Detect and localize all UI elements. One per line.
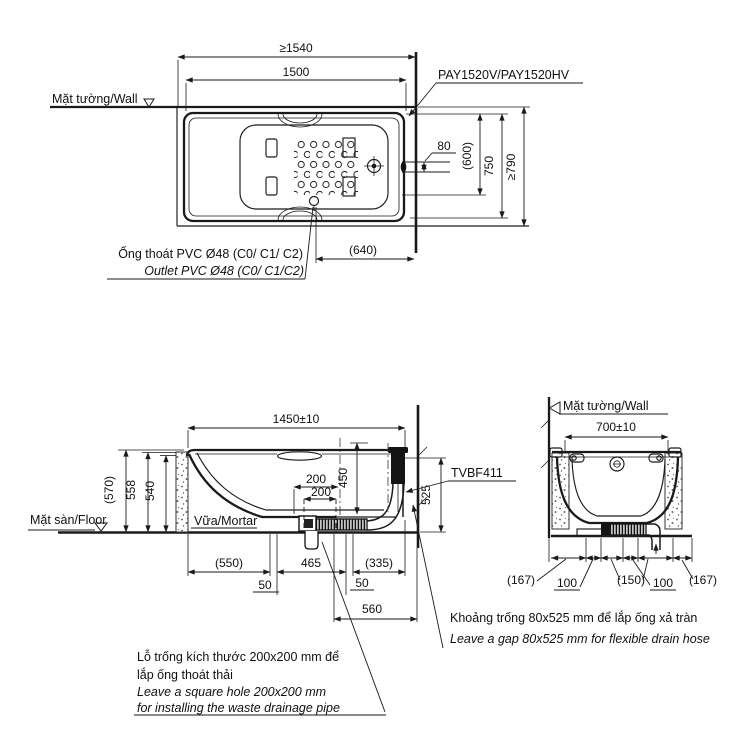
dim-g50-right: 50 bbox=[355, 576, 369, 590]
hole-note-vi2: lắp ống thoát thải bbox=[137, 667, 233, 682]
overflow-front bbox=[609, 456, 625, 472]
grip-recess-bottom bbox=[277, 206, 323, 221]
drain-kit-label: TVBF411 bbox=[451, 466, 503, 480]
top-view: Mặt tường/Wall bbox=[50, 41, 583, 280]
dim-overall-width: ≥790 bbox=[504, 153, 518, 180]
armrest-left-top bbox=[265, 138, 278, 158]
plan-wall-lines bbox=[50, 52, 530, 253]
clearance-outline bbox=[176, 108, 529, 227]
dim-gap-height: 525 bbox=[419, 485, 433, 505]
dim-width: 700±10 bbox=[596, 420, 636, 434]
drain-assembly-side bbox=[298, 447, 408, 550]
overflow-hose-section bbox=[400, 161, 407, 173]
end-view: Mặt tường/Wall 700±10 bbox=[507, 397, 717, 591]
model-label: PAY1520V/PAY1520HV bbox=[438, 68, 570, 82]
gap-note-en: Leave a gap 80x525 mm for flexible drain… bbox=[450, 632, 710, 646]
mortar-column bbox=[175, 451, 189, 533]
tub-plan-outline bbox=[182, 111, 407, 223]
tub-side-profile bbox=[185, 448, 404, 519]
dim-s167-right: (167) bbox=[689, 573, 717, 587]
gap-note-leader bbox=[411, 504, 444, 649]
dim-depth: 450 bbox=[336, 468, 350, 488]
drain-target-symbol bbox=[364, 156, 384, 176]
end-dimensions: (167) 100 (150) 100 (167) bbox=[507, 538, 717, 591]
outlet-label-vi: Ống thoát PVC Ø48 (C0/ C1/ C2) bbox=[118, 246, 303, 261]
gap-note-vi: Khoảng trống 80x525 mm để lắp ống xả trà… bbox=[450, 610, 697, 625]
dim-tub-width: 750 bbox=[482, 156, 496, 176]
drain-kit-leader bbox=[405, 480, 449, 493]
floor-surface-mark bbox=[94, 522, 108, 532]
hole-note-vi1: Lỗ trống kích thước 200x200 mm để bbox=[137, 649, 339, 664]
dim-h558: 558 bbox=[124, 480, 138, 500]
dim-hole-size: 200 bbox=[311, 485, 331, 499]
dim-s100-right: 100 bbox=[653, 576, 673, 590]
dim-hole-offset: 200 bbox=[306, 472, 326, 486]
dim-length: 1450±10 bbox=[273, 412, 320, 426]
dim-s100-left: 100 bbox=[557, 576, 577, 590]
corrugated-waste-pipe bbox=[310, 518, 368, 531]
hole-note-en2: for installing the waste drainage pipe bbox=[137, 701, 340, 715]
plan-dimensions: ≥1540 1500 PAY1520V/PAY1520HV 80 (600) 7 bbox=[107, 41, 583, 280]
end-wall-label: Mặt tường/Wall bbox=[563, 399, 649, 413]
floor-label: Mặt sàn/Floor bbox=[30, 513, 106, 527]
outlet-label-en: Outlet PVC Ø48 (C0/ C1/C2) bbox=[144, 264, 304, 278]
hole-note-en1: Leave a square hole 200x200 mm bbox=[137, 685, 326, 699]
mortar-label: Vữa/Mortar bbox=[194, 514, 257, 528]
dim-s465: 465 bbox=[301, 556, 321, 570]
outlet-leader bbox=[304, 206, 314, 280]
deck-lug-left bbox=[569, 453, 585, 463]
dim-s550: (550) bbox=[215, 556, 243, 570]
wall-surface-mark bbox=[143, 98, 155, 108]
waste-outlet-pipe bbox=[304, 531, 319, 550]
dim-h540: 540 bbox=[143, 481, 157, 501]
waste-outlet-mark bbox=[308, 195, 320, 207]
side-view: Mặt sàn/Floor bbox=[28, 405, 516, 622]
model-leader bbox=[408, 82, 437, 117]
tub-end-section bbox=[549, 447, 682, 525]
side-dimensions: 1450±10 (570) 558 540 Vữa/Mortar 200 200… bbox=[102, 412, 516, 622]
notes: Khoảng trống 80x525 mm để lắp ống xả trà… bbox=[134, 504, 710, 716]
dim-drain-offset: (640) bbox=[349, 243, 377, 257]
dim-g50-left: 50 bbox=[258, 578, 272, 592]
dim-gap-80: 80 bbox=[437, 139, 451, 153]
drain-assembly-end bbox=[601, 522, 661, 554]
anti-slip-dots bbox=[294, 139, 358, 195]
end-wall-surface-mark bbox=[548, 401, 561, 415]
overflow-slot bbox=[276, 451, 323, 461]
dim-tub-length: 1500 bbox=[283, 65, 310, 79]
dim-s560: 560 bbox=[362, 602, 382, 616]
overflow-fitting bbox=[391, 451, 405, 484]
grip-recess-top bbox=[277, 113, 323, 128]
dim-inner-width: (600) bbox=[460, 142, 474, 170]
dim-h570: (570) bbox=[102, 476, 116, 504]
dim-s167-left: (167) bbox=[507, 573, 535, 587]
deck-lug-right bbox=[648, 453, 664, 463]
dim-s150: (150) bbox=[617, 573, 645, 587]
dim-s335: (335) bbox=[365, 556, 393, 570]
plan-wall-label: Mặt tường/Wall bbox=[52, 92, 138, 106]
hole-note-leader bbox=[321, 541, 386, 713]
armrest-left-bottom bbox=[265, 176, 278, 196]
overflow-hose bbox=[366, 482, 394, 522]
dim-overall-length: ≥1540 bbox=[279, 41, 313, 55]
